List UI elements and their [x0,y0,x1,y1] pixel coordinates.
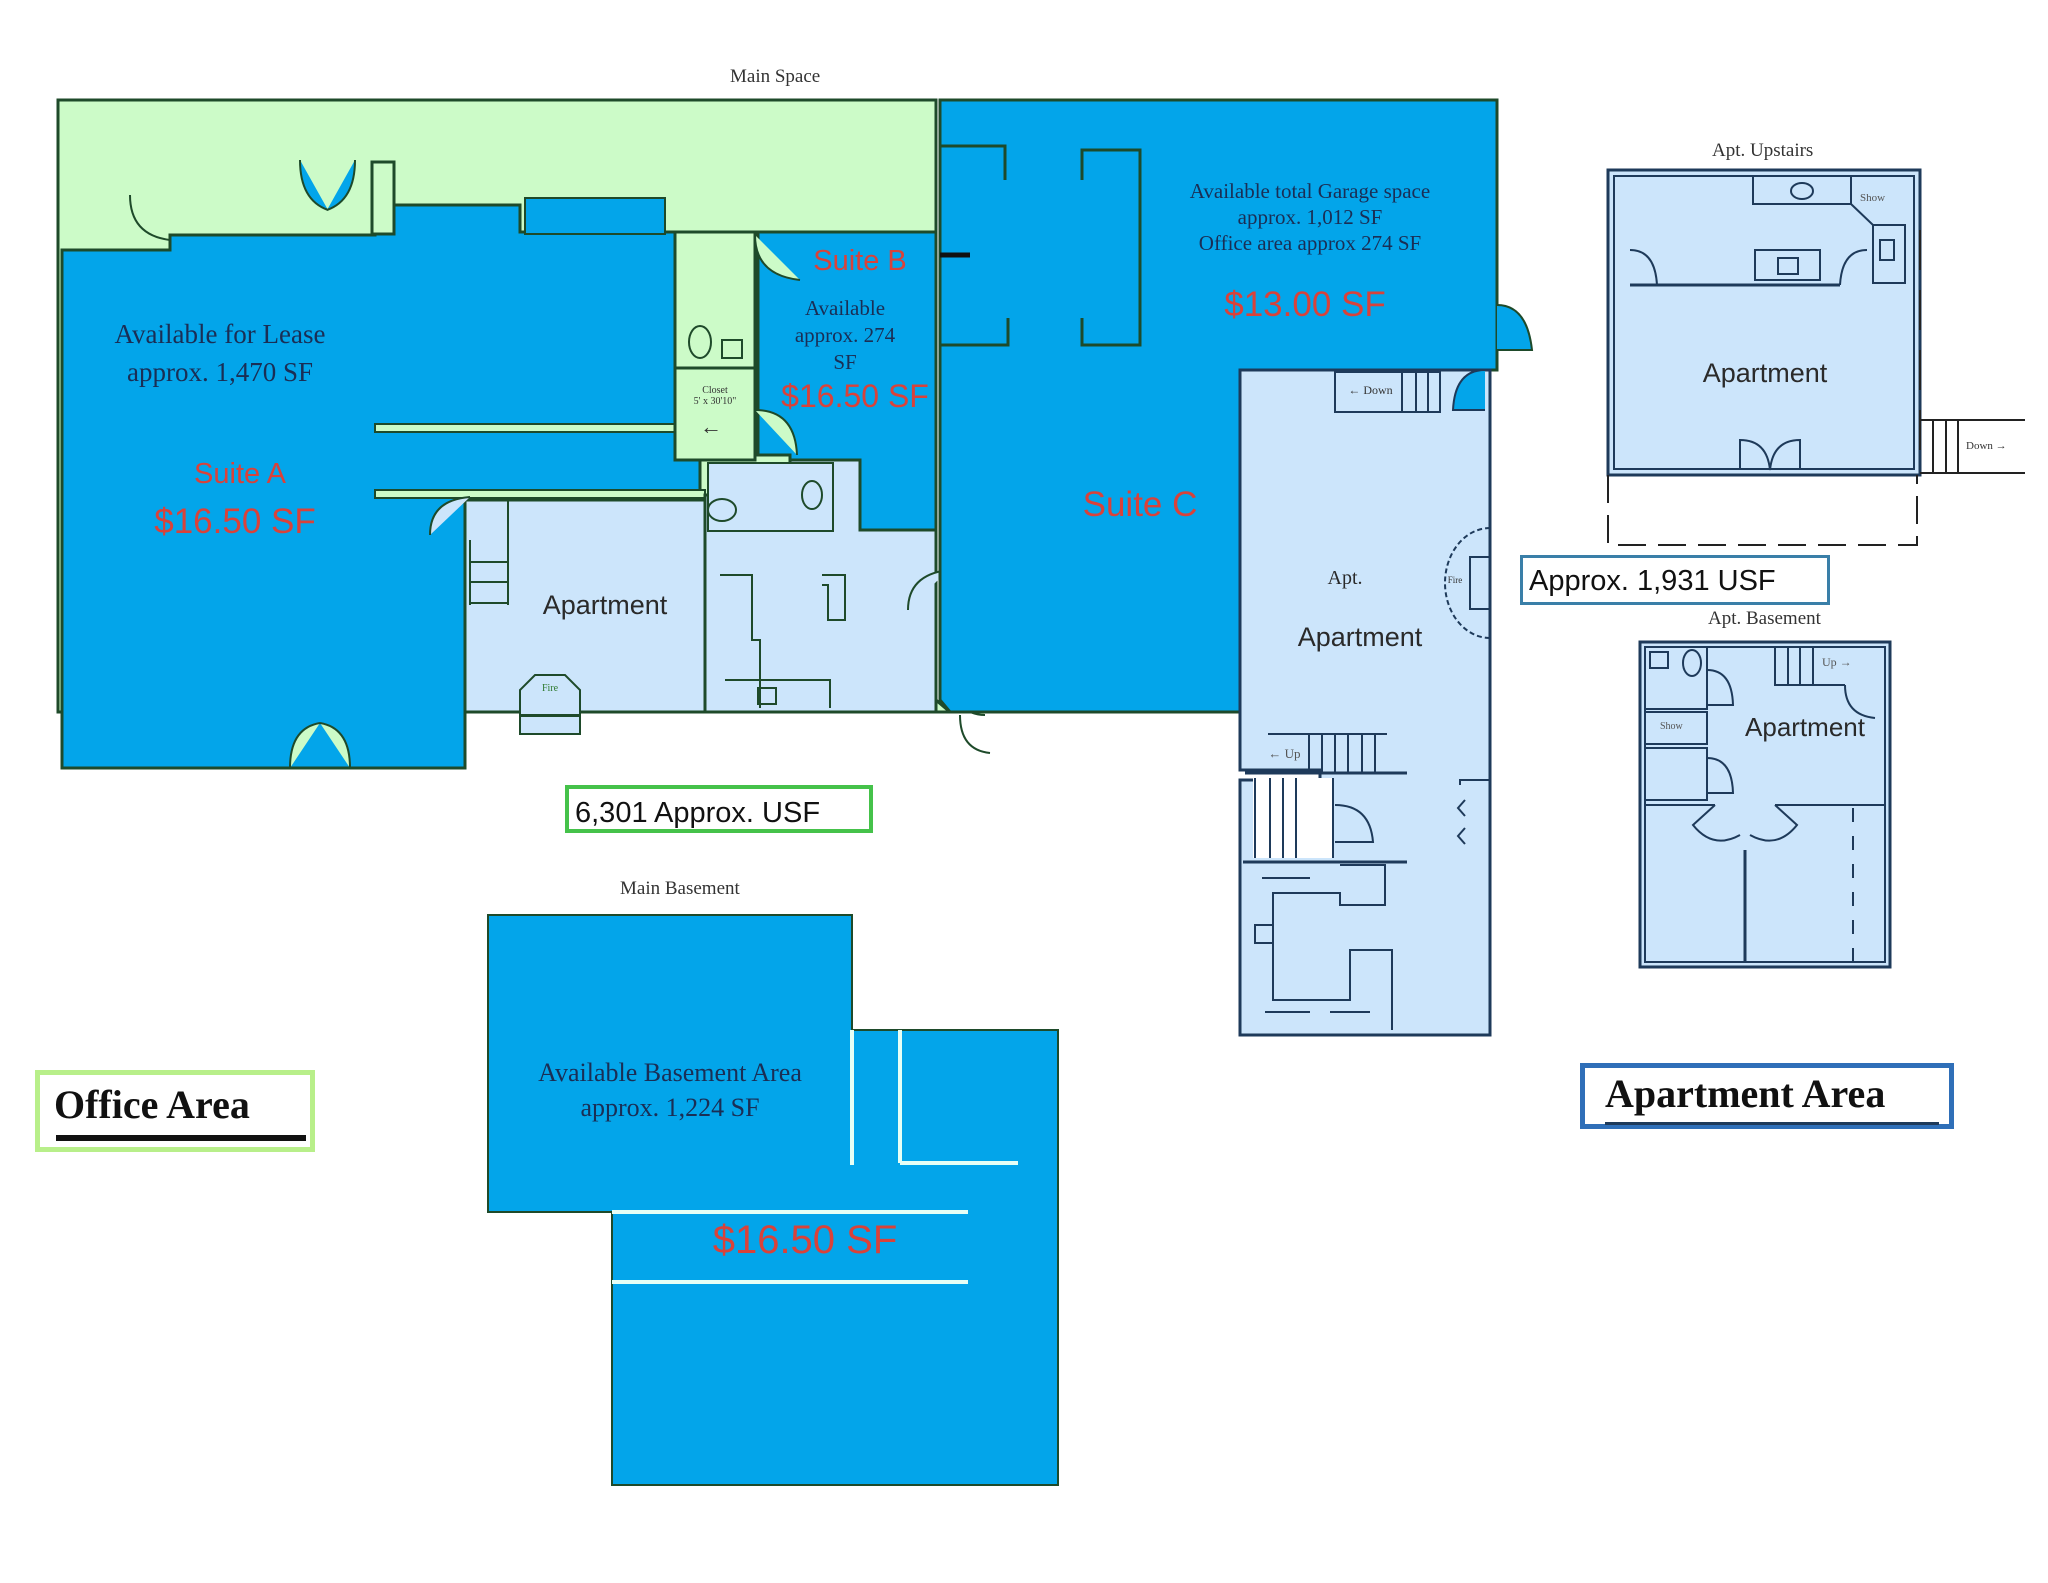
main-basement-plan [487,914,1059,1486]
suite-c-desc-line2: approx. 1,012 SF [1237,205,1383,229]
apt-basement-stair-label: Up → [1822,655,1852,669]
apartment-left-label: Apartment [542,590,668,620]
closet-label-line2: 5' x 30'10" [693,396,737,407]
apartment-right-label: Apartment [1297,622,1423,652]
basement-desc-line1: Available Basement Area [538,1058,802,1087]
basement-price: $16.50 SF [712,1218,898,1262]
apartment-total-usf-label: Approx. 1,931 USF [1520,555,1830,605]
legend-apartment-label: Apartment Area [1605,1071,1886,1116]
suite-b-desc-line1: Available [804,296,886,320]
suite-a-price: $16.50 SF [154,502,316,541]
apt-basement-plan [1638,640,1892,969]
suite-b-description: Available approx. 274 SF [770,295,920,376]
legend-apartment-area: Apartment Area [1580,1063,1954,1129]
apt-upstairs-label: Apartment [1702,358,1828,388]
suite-c-price: $13.00 SF [1224,285,1386,324]
main-space-plan [56,98,1534,1037]
legend-office-label: Office Area [54,1082,250,1127]
main-space-title: Main Space [730,66,821,87]
apt-basement-title: Apt. Basement [1708,608,1821,629]
apt-upstairs-plan [1606,168,2025,546]
fireplace-label-left: Fire [541,683,559,694]
suite-a-name: Suite A [194,458,286,490]
closet-label: Closet 5' x 30'10" [680,385,750,407]
suite-c-name: Suite C [1082,485,1198,524]
stair-up-label: ← Up [1268,746,1301,761]
basement-desc-line2: approx. 1,224 SF [580,1093,760,1122]
apt-upstairs-title: Apt. Upstairs [1712,140,1814,161]
suite-b-desc-line2: approx. 274 [794,323,896,347]
fireplace-label-right: Fire [1447,575,1463,585]
main-basement-title: Main Basement [620,878,740,899]
suite-c-description: Available total Garage space approx. 1,0… [1160,178,1460,256]
legend-office-area: Office Area [35,1070,315,1152]
apt-basement-label: Apartment [1745,712,1865,742]
suite-a-description: Available for Lease approx. 1,470 SF [90,315,350,391]
suite-b-name: Suite B [813,245,907,277]
stair-down-label: ← Down [1348,383,1393,397]
apt-basement-shower-label: Show [1660,721,1683,732]
apt-upstairs-shower-label: Show [1860,192,1886,204]
suite-b-desc-line3: SF [833,350,857,374]
apt-upstairs-stair-label: Down → [1966,440,2007,452]
legend-office-underline [56,1135,306,1141]
suite-c-desc-line1: Available total Garage space [1189,179,1431,203]
suite-c-desc-line3: Office area approx 274 SF [1198,231,1422,255]
arrow-left-icon: ← [700,414,722,439]
suite-b-price: $16.50 SF [781,378,929,414]
legend-apartment-underline [1605,1122,1939,1125]
basement-description: Available Basement Area approx. 1,224 SF [510,1055,830,1125]
closet-label-line1: Closet [702,385,728,396]
office-total-usf-label: 6,301 Approx. USF [565,785,873,833]
suite-a-desc-line1: Available for Lease [114,319,326,349]
apt-right-small-label: Apt. [1327,567,1363,589]
suite-a-desc-line2: approx. 1,470 SF [126,357,313,387]
